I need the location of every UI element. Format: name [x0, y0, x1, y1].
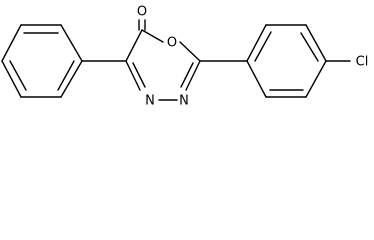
phenyl-bond-3 — [1, 24, 22, 62]
bond-n4-c5-double — [132, 62, 146, 88]
chlorine-label: Cl — [356, 55, 369, 70]
ring-oxygen-label: O — [167, 36, 177, 51]
carbonyl-oxygen-label: O — [137, 5, 147, 20]
phenyl-inner-bond-c — [57, 60, 75, 91]
bond-o1-c2 — [179, 41, 201, 62]
bond-c2-n3-double — [180, 62, 194, 88]
bond-c2-n3 — [185, 60, 201, 91]
aryl-bond-1 — [246, 24, 267, 62]
bond-c5-c6 — [125, 29, 143, 62]
phenyl-ring — [1, 24, 127, 98]
oxadiazinone-ring — [125, 19, 201, 101]
bond-n4-c5 — [125, 60, 141, 91]
aryl-bond-6 — [246, 60, 267, 98]
nitrogen-left-label: N — [145, 94, 155, 109]
aryl-bond-4 — [305, 60, 327, 98]
chemical-structure: O O N N Cl — [1, 5, 368, 109]
bond-c6-o1 — [141, 29, 164, 43]
aryl-inner-bond-b — [300, 32, 319, 62]
phenyl-bond-1 — [60, 24, 83, 62]
phenyl-bond-4 — [1, 60, 22, 98]
phenyl-inner-bond-b — [9, 60, 27, 91]
phenyl-bond-6 — [60, 60, 83, 98]
aryl-bond-3 — [305, 24, 327, 62]
atom-labels: O O N N Cl — [137, 5, 368, 109]
nitrogen-right-label: N — [179, 94, 189, 109]
aryl-inner-bond-a — [254, 31, 272, 62]
chlorophenyl-ring — [199, 24, 351, 98]
